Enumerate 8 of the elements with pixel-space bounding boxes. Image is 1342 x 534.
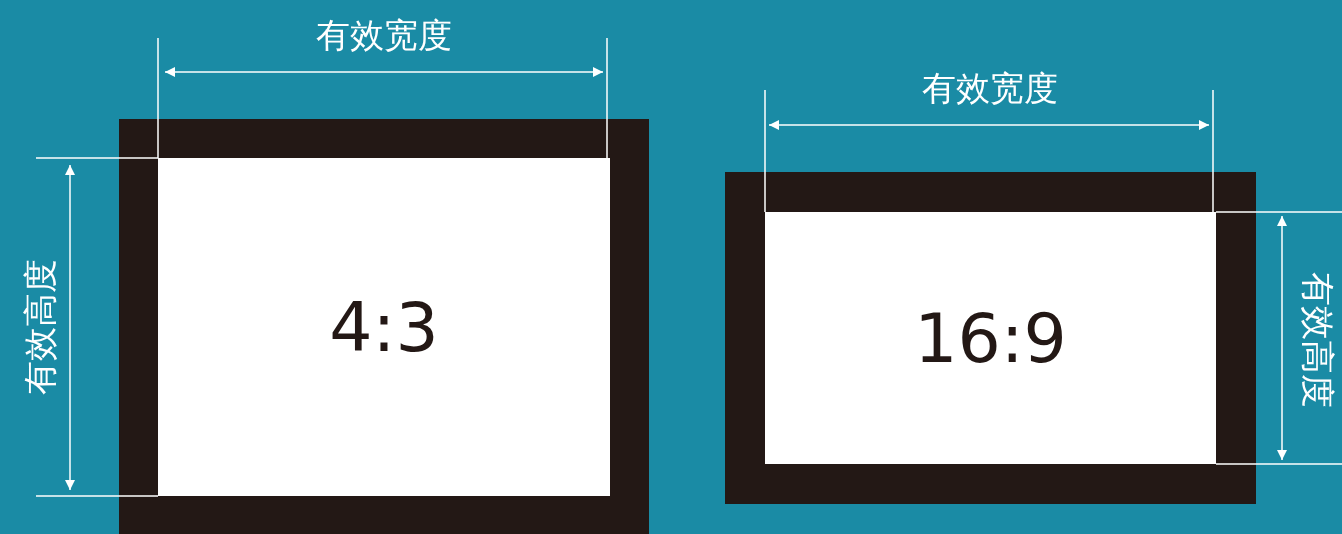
dimension-label: 有效高度 xyxy=(23,259,57,395)
dimension-label: 有效宽度 xyxy=(316,18,452,52)
aspect-ratio-text: 16:9 xyxy=(914,298,1067,378)
dimension-label: 有效高度 xyxy=(1301,272,1335,408)
dimension-label: 有效宽度 xyxy=(922,71,1058,105)
aspect-ratio-text: 4:3 xyxy=(329,287,439,367)
display-area xyxy=(158,158,610,496)
display-area xyxy=(765,212,1216,464)
